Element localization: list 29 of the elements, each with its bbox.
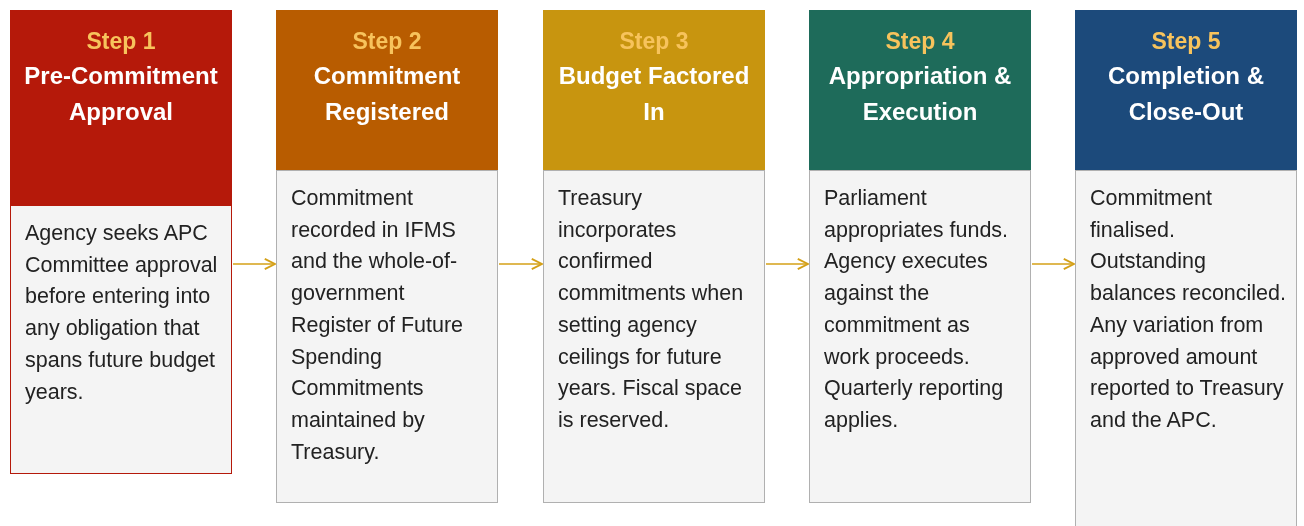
- step-header-box: [10, 10, 232, 205]
- step-title: Budget Factored In: [557, 61, 751, 127]
- step-header-box: [809, 10, 1031, 170]
- arrow: [232, 258, 276, 270]
- arrow: [765, 258, 809, 270]
- step-title: Appropriation & Execution: [827, 61, 1013, 127]
- arrow: [498, 258, 543, 270]
- description-text: Commitment finalised. Outstanding balances reconciled. Any variation from approved amount reported to Treasury and the APC.: [1090, 185, 1286, 434]
- step-label: Step 3: [619, 27, 689, 56]
- description-box: [10, 205, 232, 474]
- step-title: Commitment Registered: [312, 61, 462, 127]
- step-label: Step 2: [352, 27, 422, 56]
- description-box: [543, 170, 765, 503]
- step-header-box: [276, 10, 498, 170]
- description-text: Treasury incorporates confirmed commitments when setting agency ceilings for future years. Fiscal space is reserved.: [558, 185, 745, 434]
- description-box: [809, 170, 1031, 503]
- description-box: [276, 170, 498, 503]
- step-label: Step 1: [86, 27, 156, 56]
- step-label: Step 5: [1151, 27, 1221, 56]
- description-text: Parliament appropriates funds. Agency executes against the commitment as work proceeds. Quarterly reporting applies.: [824, 185, 1010, 434]
- step-title: Completion & Close-Out: [1107, 61, 1265, 127]
- step-label: Step 4: [885, 27, 955, 56]
- description-text: Commitment recorded in IFMS and the whole-of-government Register of Future Spending Commitments maintained by Treasury.: [291, 185, 465, 466]
- description-box: [1075, 170, 1297, 526]
- step-title: Pre-Commitment Approval: [23, 61, 219, 127]
- description-text: Agency seeks APC Committee approval before entering into any obligation that spans future budget years.: [25, 220, 219, 406]
- step-header-box: [543, 10, 765, 170]
- step-header-box: [1075, 10, 1297, 170]
- arrow: [1031, 258, 1075, 270]
